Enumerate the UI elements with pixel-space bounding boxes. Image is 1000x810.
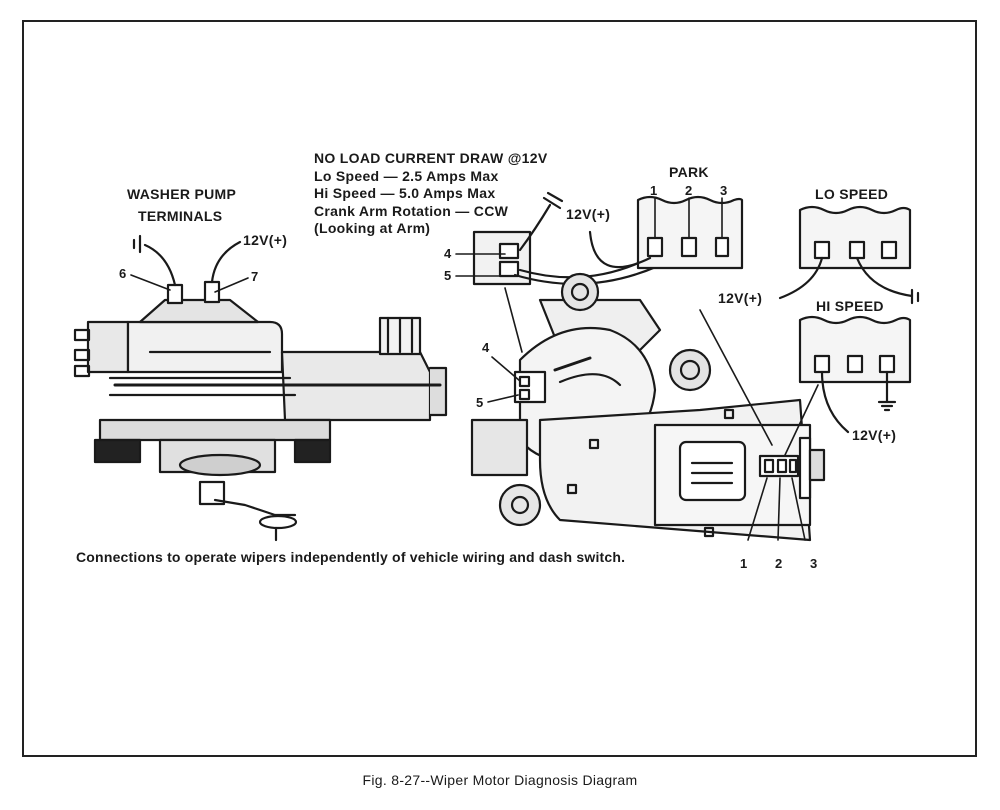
spec-line-5: (Looking at Arm) xyxy=(314,220,431,236)
diagram-frame xyxy=(22,20,977,757)
washer-supply-label: 12V(+) xyxy=(243,232,288,248)
wiper-motor-body xyxy=(470,272,826,542)
spec-line-3: Hi Speed — 5.0 Amps Max xyxy=(314,185,496,201)
park-pin-2: 2 xyxy=(685,183,693,198)
connector-terminal-4: 4 xyxy=(444,246,452,261)
spec-line-2: Lo Speed — 2.5 Amps Max xyxy=(314,167,499,184)
connector-supply-label: 12V(+) xyxy=(566,206,611,222)
spec-line-4: Crank Arm Rotation — CCW xyxy=(314,202,509,219)
motor-pin-3: 3 xyxy=(810,556,818,571)
washer-motor-assembly xyxy=(73,234,448,542)
motor-terminal-4: 4 xyxy=(482,340,490,355)
current-draw-spec: NO LOAD CURRENT DRAW @12V Lo Speed — 2.5… xyxy=(314,150,548,238)
lo-speed-title: LO SPEED xyxy=(815,186,889,202)
washer-title-line1: WASHER PUMP xyxy=(127,186,237,202)
hi-speed-connector xyxy=(798,315,912,434)
washer-terminal-7: 7 xyxy=(251,269,259,284)
washer-terminal-6: 6 xyxy=(119,266,127,281)
figure-caption: Fig. 8-27--Wiper Motor Diagnosis Diagram xyxy=(362,772,638,788)
washer-title-line2: TERMINALS xyxy=(138,208,223,224)
connection-note: Connections to operate wipers independen… xyxy=(76,549,626,565)
connector-terminal-5: 5 xyxy=(444,268,452,283)
hi-speed-title: HI SPEED xyxy=(816,298,884,314)
lo-speed-connector xyxy=(778,205,920,305)
park-pin-1: 1 xyxy=(650,183,658,198)
spec-line-1: NO LOAD CURRENT DRAW @12V xyxy=(314,150,548,166)
hi-speed-supply-label: 12V(+) xyxy=(852,427,897,443)
park-connector xyxy=(588,195,744,270)
motor-pin-2: 2 xyxy=(775,556,783,571)
park-title: PARK xyxy=(669,164,709,180)
motor-terminal-5: 5 xyxy=(476,395,484,410)
motor-pin-1: 1 xyxy=(740,556,748,571)
park-pin-3: 3 xyxy=(720,183,728,198)
lo-speed-supply-label: 12V(+) xyxy=(718,290,763,306)
